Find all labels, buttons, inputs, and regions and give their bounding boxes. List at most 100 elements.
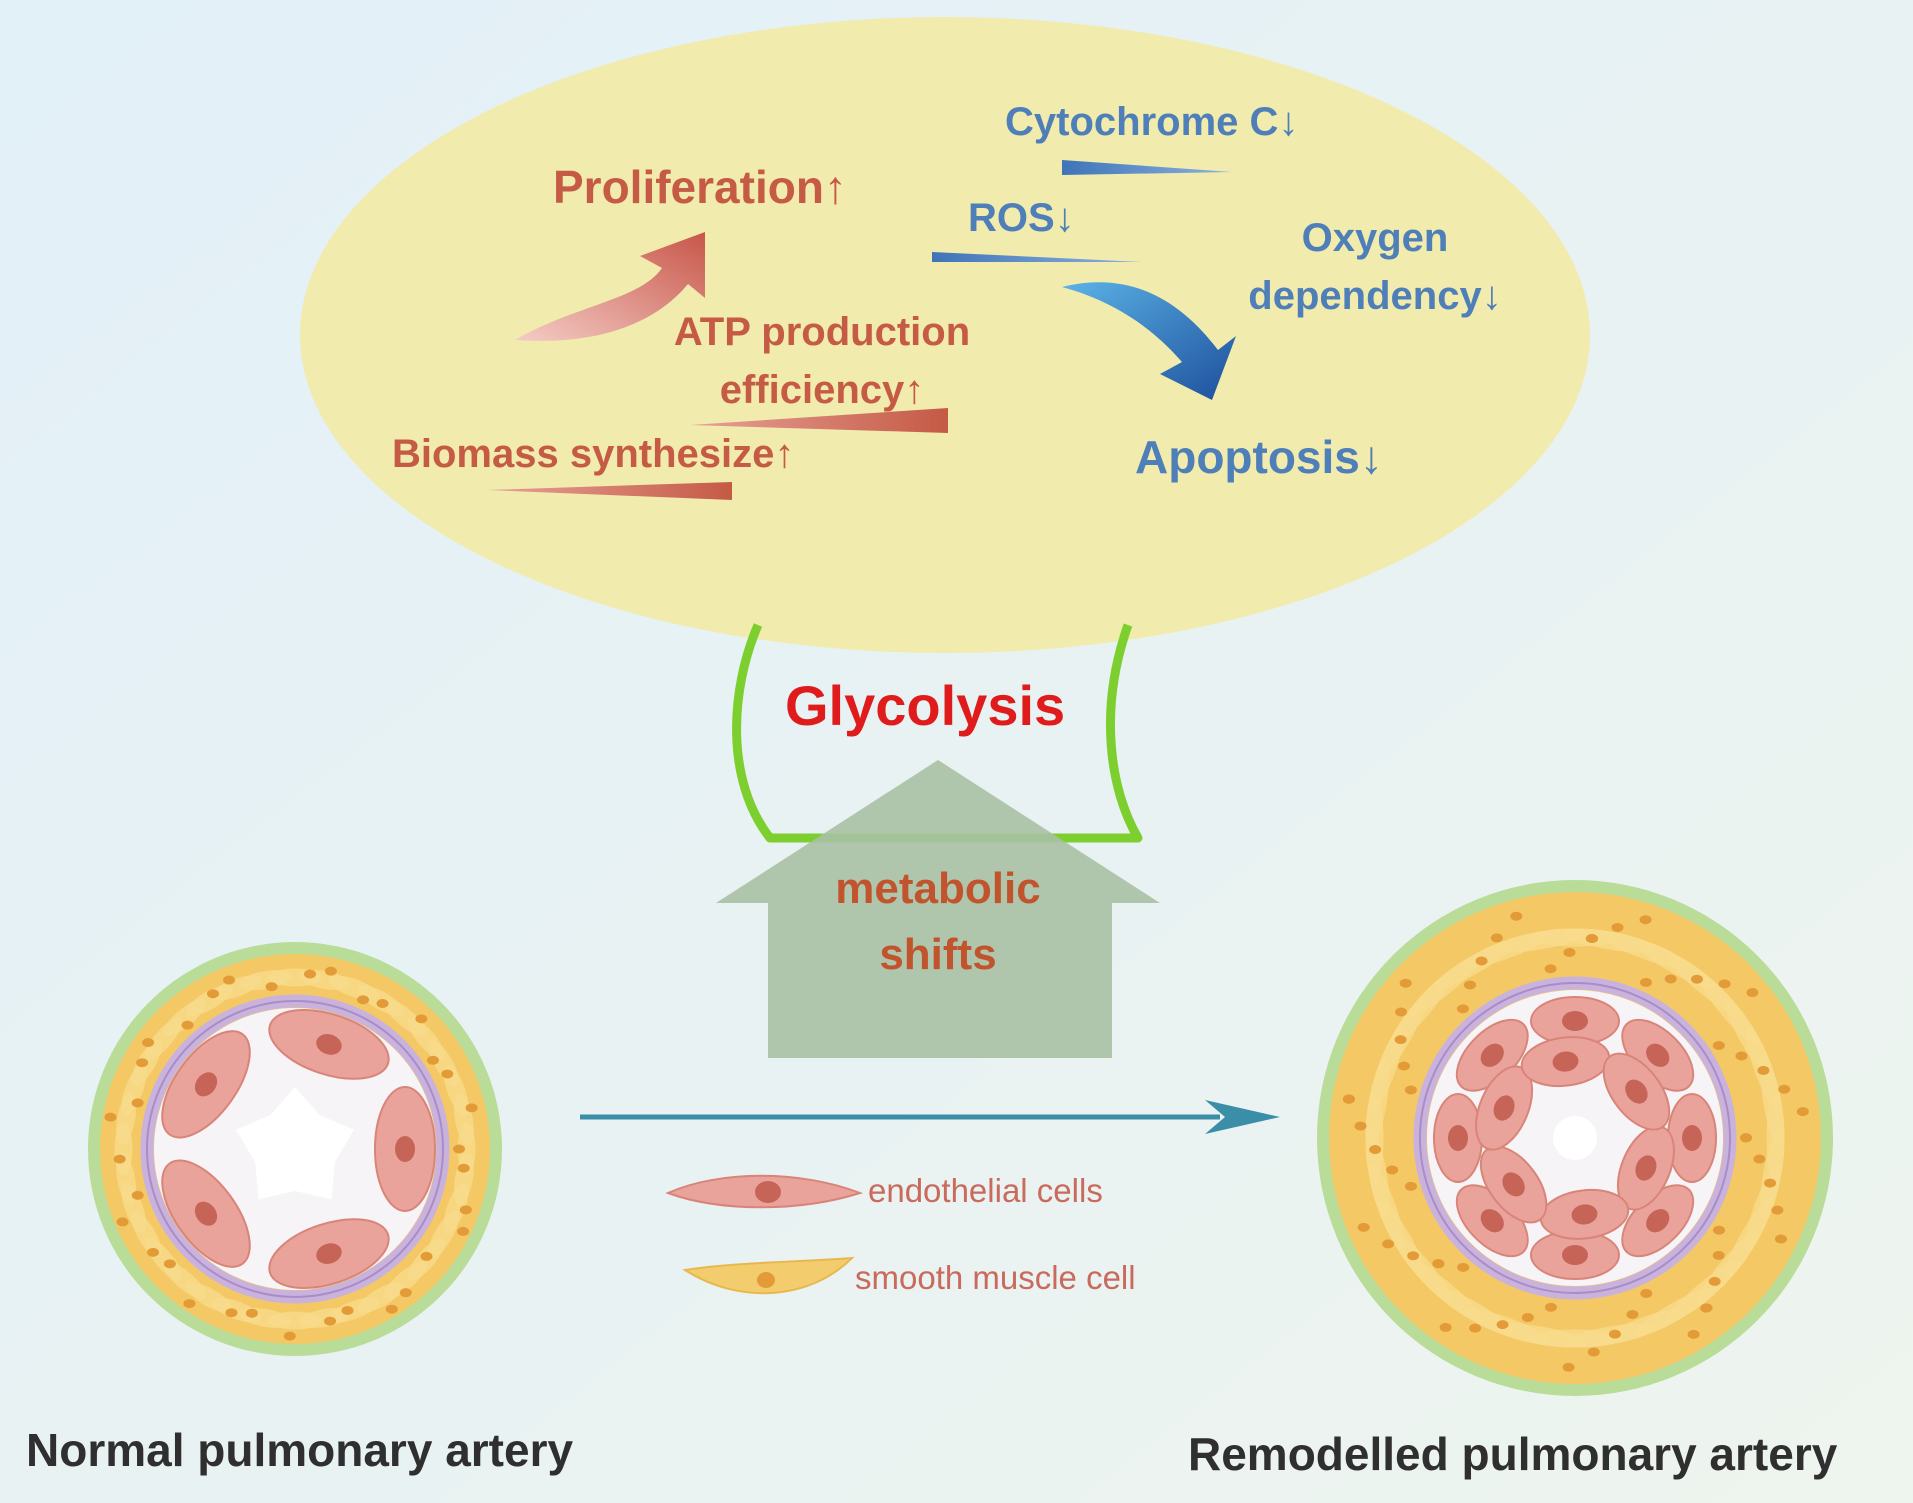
smooth-muscle-nucleus <box>1404 1181 1417 1191</box>
smooth-muscle-nucleus <box>265 982 278 992</box>
atp-wedge <box>690 408 948 433</box>
smooth-muscle-nucleus <box>376 998 389 1008</box>
apoptosis-arrow <box>1062 282 1236 400</box>
endothelial-nucleus <box>1646 1043 1670 1067</box>
endothelial-nucleus <box>194 1072 218 1097</box>
smooth-muscle-nucleus <box>1354 1121 1367 1131</box>
smooth-muscle-nucleus <box>225 1308 238 1318</box>
biomass-wedge <box>487 482 732 500</box>
atp-efficiency-label-line1: ATP production <box>673 310 971 354</box>
smooth-muscle-nucleus <box>1746 988 1759 998</box>
smooth-muscle-nucleus <box>1399 978 1412 988</box>
smooth-muscle-nucleus <box>1544 964 1557 974</box>
smooth-muscle-nucleus <box>1712 1250 1725 1260</box>
smooth-muscle-nucleus <box>1778 1084 1791 1094</box>
proliferation-arrow <box>515 232 705 341</box>
endothelial-nucleus <box>1646 1209 1670 1233</box>
smooth-muscle-nucleus <box>1796 1107 1809 1117</box>
endothelial-nucleus <box>316 1034 342 1055</box>
smooth-muscle-nucleus <box>459 1205 472 1215</box>
lumen-opening <box>1553 1116 1597 1160</box>
smooth-muscle-nucleus <box>245 1308 258 1318</box>
smooth-muscle-nucleus <box>1432 1259 1445 1269</box>
smooth-muscle-nucleus <box>420 1251 433 1261</box>
smooth-muscle-nucleus <box>1700 1303 1713 1313</box>
legend-endothelial-label: endothelial cells <box>868 1172 1103 1209</box>
smooth-muscle-nucleus <box>1397 1061 1410 1071</box>
smooth-muscle-nucleus <box>457 1163 470 1173</box>
smooth-muscle-nucleus <box>1739 1133 1752 1143</box>
smooth-muscle-nucleus <box>116 1217 129 1227</box>
metabolic-shift-label-line1: metabolic <box>835 864 1041 913</box>
smooth-muscle-nucleus <box>453 1144 465 1154</box>
ros-label: ROS↓ <box>968 196 1075 240</box>
legend-smooth-muscle-cell <box>682 1256 855 1295</box>
legend-smooth-muscle-label: smooth muscle cell <box>855 1259 1136 1296</box>
smooth-muscle-nucleus <box>1585 934 1598 944</box>
smooth-muscle-nucleus <box>304 969 317 979</box>
smooth-muscle-nucleus <box>1456 1004 1469 1014</box>
metabolic-shift-arrow <box>716 760 1160 1058</box>
smooth-muscle-nucleus <box>1521 1313 1534 1323</box>
smooth-muscle-nucleus <box>1608 1329 1621 1339</box>
smooth-muscle-nucleus <box>385 1304 398 1314</box>
smooth-muscle-nucleus <box>1510 911 1523 921</box>
biomass-label: Biomass synthesize↑ <box>392 432 795 476</box>
smooth-muscle-nucleus <box>113 1154 126 1164</box>
endothelial-nucleus <box>395 1136 415 1162</box>
smooth-muscle-nucleus <box>1639 977 1652 987</box>
smooth-muscle-nucleus <box>1753 1154 1766 1164</box>
endothelial-nucleus <box>316 1243 342 1264</box>
endothelial-nucleus <box>1480 1043 1504 1067</box>
smooth-muscle-nucleus <box>283 1331 296 1341</box>
smooth-muscle-nucleus <box>1718 979 1731 989</box>
smooth-muscle-nucleus <box>1496 1320 1509 1330</box>
smooth-muscle-nucleus <box>1475 956 1488 966</box>
smooth-muscle-nucleus <box>104 1112 117 1122</box>
apoptosis-label: Apoptosis↓ <box>1135 431 1383 483</box>
smooth-muscle-nucleus <box>131 1098 144 1108</box>
smooth-muscle-nucleus <box>1664 974 1677 984</box>
smooth-muscle-nucleus <box>1357 1222 1370 1232</box>
cytochrome-label: Cytochrome C↓ <box>1005 100 1299 144</box>
smooth-muscle-nucleus <box>1490 933 1503 943</box>
smooth-muscle-nucleus <box>163 1259 176 1269</box>
oxygen-dependency-label-line2: dependency↓ <box>1248 274 1502 318</box>
metabolic-shift-label-line2: shifts <box>879 930 997 979</box>
legend-endothelial-cell <box>665 1174 864 1209</box>
smooth-muscle-nucleus <box>1708 1276 1721 1286</box>
smooth-muscle-nucleus <box>1757 1065 1770 1075</box>
smooth-muscle-nucleus <box>207 989 220 999</box>
smooth-muscle-nucleus <box>457 1226 470 1236</box>
smooth-muscle-nucleus <box>1639 915 1652 925</box>
smooth-muscle-nucleus <box>1735 1051 1748 1061</box>
smooth-muscle-nucleus <box>1712 1041 1725 1051</box>
smooth-muscle-nucleus <box>1713 1225 1726 1235</box>
endothelial-nucleus <box>194 1201 218 1226</box>
smooth-muscle-nucleus <box>1464 980 1477 990</box>
normal-artery-title: Normal pulmonary artery <box>26 1424 574 1476</box>
smooth-muscle-nucleus <box>1386 1165 1399 1175</box>
endothelial-nucleus <box>1493 1095 1515 1121</box>
endothelial-nucleus <box>1571 1204 1598 1225</box>
cytochrome-wedge <box>1062 160 1232 175</box>
smooth-muscle-nucleus <box>324 1316 337 1326</box>
smooth-muscle-nucleus <box>1563 947 1576 957</box>
glycolysis-label: Glycolysis <box>785 674 1066 737</box>
smooth-muscle-nucleus <box>1439 1322 1452 1332</box>
remodeling-arrow-head <box>1205 1100 1280 1134</box>
endothelial-nucleus <box>1480 1209 1504 1233</box>
smooth-muscle-nucleus <box>1640 1288 1653 1298</box>
smooth-muscle-nucleus <box>1774 1234 1787 1244</box>
proliferation-label: Proliferation↑ <box>553 161 847 213</box>
endothelial-nucleus <box>1562 1245 1588 1265</box>
endothelial-nucleus <box>1635 1155 1657 1181</box>
smooth-muscle-nucleus <box>1771 1205 1784 1215</box>
smooth-muscle-nucleus <box>1626 1309 1639 1319</box>
smooth-muscle-nucleus <box>357 995 370 1005</box>
endothelial-nucleus <box>1552 1051 1579 1072</box>
smooth-muscle-nucleus <box>1690 974 1703 984</box>
smooth-muscle-nucleus <box>1342 1094 1355 1104</box>
